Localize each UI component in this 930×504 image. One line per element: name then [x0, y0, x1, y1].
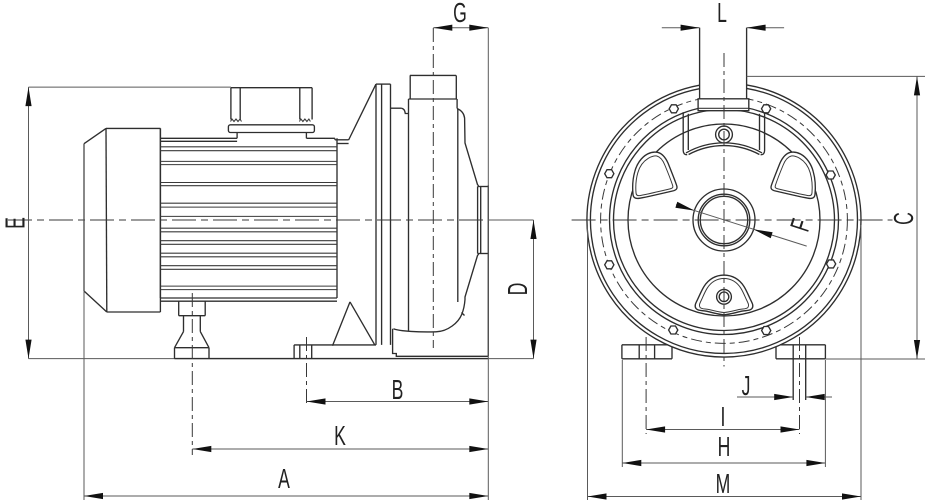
svg-text:K: K: [334, 420, 346, 451]
svg-text:A: A: [278, 463, 290, 494]
svg-text:I: I: [721, 401, 726, 432]
svg-text:L: L: [717, 0, 727, 28]
svg-text:C: C: [888, 212, 919, 225]
svg-text:J: J: [742, 370, 751, 401]
svg-text:D: D: [502, 283, 533, 296]
svg-text:M: M: [716, 468, 731, 499]
svg-text:B: B: [392, 374, 404, 405]
svg-text:E: E: [0, 217, 30, 229]
svg-text:G: G: [453, 0, 467, 28]
svg-text:H: H: [718, 431, 731, 462]
